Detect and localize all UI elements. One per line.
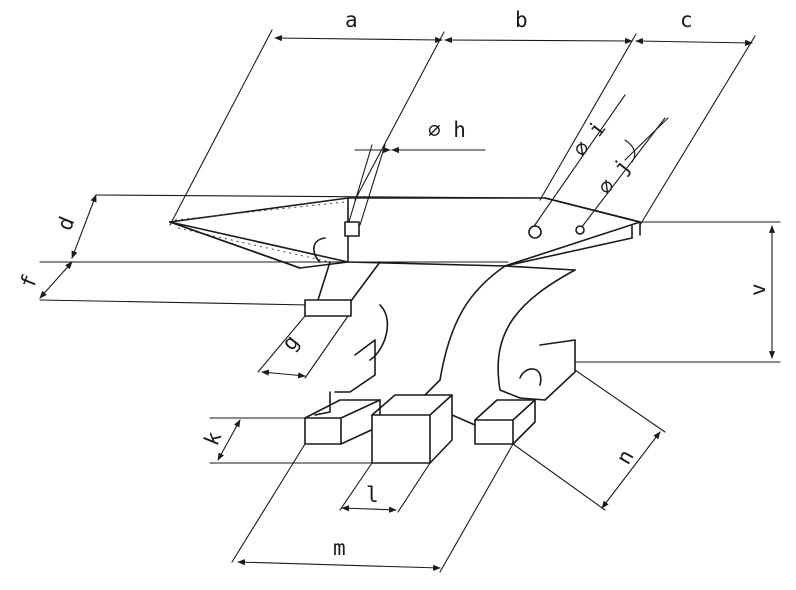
dimension-m [231, 443, 514, 573]
anvil-body [169, 197, 641, 464]
pritchel-hole-large [528, 225, 542, 239]
label-a: a [345, 8, 358, 32]
step-block [304, 299, 352, 317]
center-block [371, 414, 431, 464]
dimension-g [257, 315, 349, 379]
dimension-k [209, 417, 373, 464]
label-h: ⌀ h [428, 118, 466, 142]
label-l: l [366, 483, 379, 507]
dimension-n [512, 369, 666, 511]
foot-right [474, 419, 514, 445]
label-m: m [333, 536, 346, 560]
label-d: d [52, 213, 79, 234]
dimension-labels: a b c ⌀ h ⌀ i ⌀ j d f g k l m n v [15, 8, 770, 560]
dimension-right [574, 221, 781, 363]
label-b: b [515, 8, 528, 32]
dimension-top [169, 29, 756, 226]
pritchel-hole-small [575, 225, 585, 235]
label-k: k [199, 428, 226, 449]
dimension-l [339, 462, 431, 513]
label-j: ⌀ j [593, 154, 635, 199]
dimension-pritchel-holes [529, 94, 669, 233]
label-f: f [15, 271, 42, 292]
label-v: v [746, 283, 770, 296]
hardy-hole [344, 221, 360, 237]
foot-left [304, 417, 342, 445]
dimension-hardy-hole [347, 144, 486, 226]
label-c: c [680, 8, 693, 32]
label-i: ⌀ i [568, 116, 610, 161]
